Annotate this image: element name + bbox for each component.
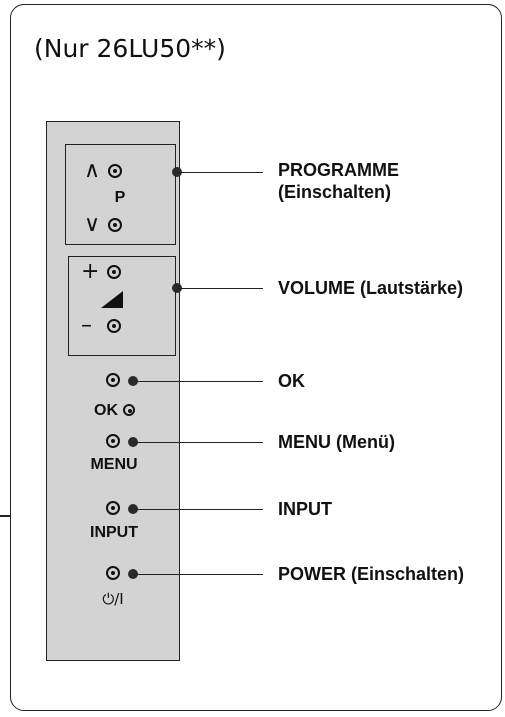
menu-button[interactable] xyxy=(106,434,120,448)
programme-up-icon: ∧ xyxy=(84,158,101,183)
programme-label: PROGRAMME (Einschalten) xyxy=(278,159,399,203)
programme-group-box xyxy=(65,144,176,245)
power-leader-line xyxy=(133,574,263,576)
programme-down-button[interactable] xyxy=(108,218,122,232)
programme-up-button[interactable] xyxy=(108,164,122,178)
volume-ramp-icon xyxy=(101,291,123,308)
volume-group-box xyxy=(68,256,176,356)
ok-label: OK xyxy=(278,371,305,391)
input-leader-line xyxy=(133,509,263,511)
menu-label: MENU (Menü) xyxy=(278,432,395,452)
volume-leader-line xyxy=(177,288,263,290)
ok-circle-icon xyxy=(123,404,135,416)
programme-down-icon: ∨ xyxy=(84,212,101,237)
programme-label-line2: (Einschalten) xyxy=(278,182,392,202)
page-title: (Nur 26LU50**) xyxy=(34,34,226,63)
input-button[interactable] xyxy=(106,501,120,515)
volume-minus-icon: – xyxy=(81,313,92,338)
ok-button[interactable] xyxy=(106,373,120,387)
volume-down-button[interactable] xyxy=(107,319,121,333)
programme-label-line1: PROGRAMME xyxy=(278,160,399,180)
programme-leader-line xyxy=(177,172,263,174)
power-symbol-label: ⏻/I xyxy=(102,590,124,608)
menu-text-label: MENU xyxy=(90,456,138,473)
ok-text-label: OK xyxy=(94,402,118,419)
input-label: INPUT xyxy=(278,499,332,519)
page-frame xyxy=(10,4,502,711)
programme-p-label: P xyxy=(114,189,126,206)
power-button[interactable] xyxy=(106,566,120,580)
margin-line xyxy=(0,515,10,517)
volume-label: VOLUME (Lautstärke) xyxy=(278,278,464,298)
input-text-label: INPUT xyxy=(90,524,138,541)
menu-leader-line xyxy=(133,442,263,444)
ok-leader-line xyxy=(133,381,263,383)
volume-plus-icon: + xyxy=(81,259,100,284)
power-label: POWER (Einschalten) xyxy=(278,564,465,584)
volume-up-button[interactable] xyxy=(107,265,121,279)
